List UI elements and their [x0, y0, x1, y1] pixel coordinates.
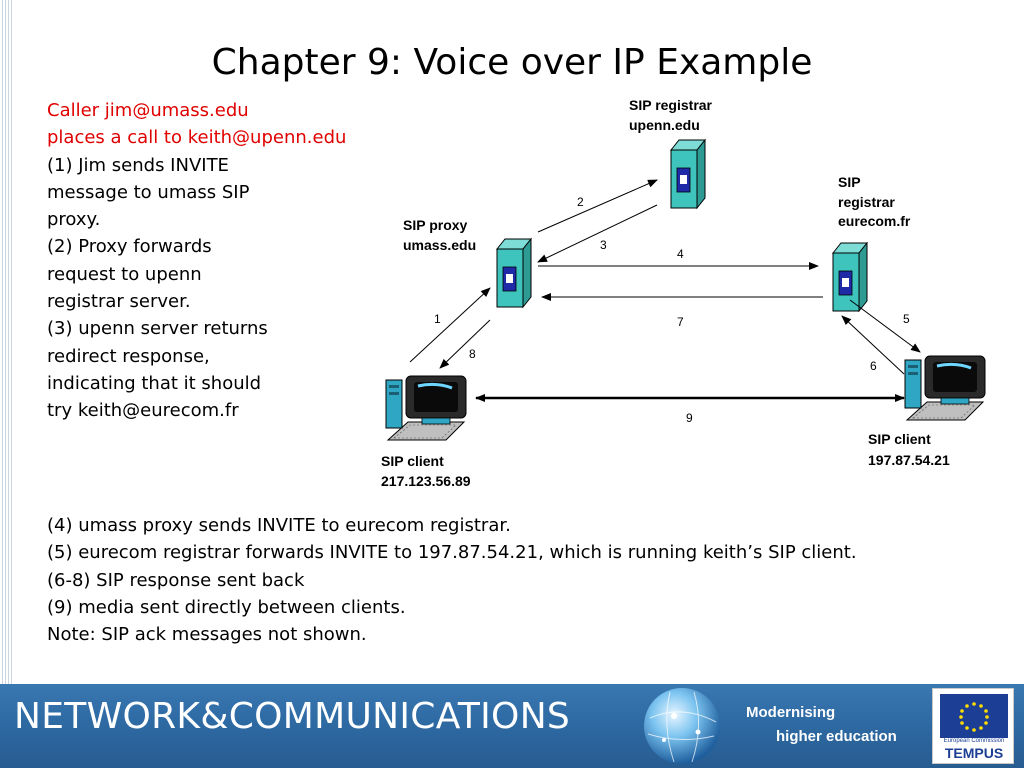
eu-tempus-logo: European Commission TEMPUS — [932, 688, 1014, 764]
caller-line-2: places a call to keith@upenn.edu — [47, 127, 347, 149]
step-text-line: (3) upenn server returns — [47, 318, 268, 340]
step-text-line: try keith@eurecom.fr — [47, 400, 239, 422]
step-text-line: indicating that it should — [47, 372, 262, 394]
step-text-line: (1) Jim sends INVITE — [47, 154, 229, 176]
step-number-8: 8 — [469, 347, 476, 361]
step-text-line: registrar server. — [47, 291, 191, 313]
eu-flag-icon — [940, 694, 1008, 738]
page-title: Chapter 9: Voice over IP Example — [211, 42, 813, 83]
bottom-text-line: (5) eurecom registrar forwards INVITE to… — [47, 542, 857, 564]
step-text-line: redirect response, — [47, 345, 210, 367]
arrow-step-1 — [409, 287, 491, 363]
step-number-5: 5 — [903, 312, 910, 326]
client-left-label-1: SIP client — [381, 453, 444, 469]
client-right-label-2: 197.87.54.21 — [868, 452, 950, 468]
left-text-block: Caller jim@umass.edu places a call to ke… — [47, 97, 377, 425]
footer-tagline-2: higher education — [776, 728, 897, 745]
proxy-umass-label-2: umass.edu — [403, 237, 476, 253]
caller-line-1: Caller jim@umass.edu — [47, 100, 249, 121]
registrar-eurecom-label-3: eurecom.fr — [838, 213, 911, 229]
registrar-eurecom-server-icon — [832, 242, 868, 312]
step-text-line: message to umass SIP — [47, 181, 250, 203]
registrar-eurecom-label-2: registrar — [838, 194, 895, 210]
tempus-label: TEMPUS — [944, 745, 1004, 761]
step-number-1: 1 — [434, 312, 441, 326]
proxy-umass-server-icon — [496, 238, 532, 308]
step-number-7: 7 — [677, 315, 684, 329]
step-number-2: 2 — [577, 195, 584, 209]
step-number-4: 4 — [677, 247, 684, 261]
footer-brand-text: NETWORK&COMMUNICATIONS — [14, 696, 571, 737]
bottom-text-line: (6-8) SIP response sent back — [47, 569, 305, 591]
arrow-step-3 — [537, 204, 658, 263]
proxy-umass-label-1: SIP proxy — [403, 217, 468, 233]
client-left-computer-icon — [384, 374, 468, 442]
bottom-text-line: (9) media sent directly between clients. — [47, 596, 406, 618]
registrar-upenn-server-icon — [670, 139, 706, 209]
registrar-upenn-label-1: SIP registrar — [629, 97, 713, 113]
bottom-text-block: (4) umass proxy sends INVITE to eurecom … — [47, 512, 997, 648]
bottom-text-line: (4) umass proxy sends INVITE to eurecom … — [47, 515, 511, 536]
arrow-step-8 — [439, 319, 491, 369]
registrar-upenn-label-2: upenn.edu — [629, 117, 700, 133]
arrow-step-5 — [849, 299, 921, 353]
arrow-step-6 — [841, 315, 905, 375]
arrow-step-2 — [537, 179, 658, 233]
step-text-line: (2) Proxy forwards — [47, 236, 212, 258]
step-number-6: 6 — [870, 359, 877, 373]
client-right-computer-icon — [903, 354, 987, 422]
client-right-label-1: SIP client — [868, 431, 931, 447]
sip-diagram: SIP registrar upenn.edu SIP proxy umass.… — [381, 97, 987, 489]
step-text-line: proxy. — [47, 209, 101, 231]
eu-caption: European Commission — [943, 738, 1005, 744]
step-text-line: request to upenn — [47, 263, 202, 285]
registrar-eurecom-label-1: SIP — [838, 174, 861, 190]
client-left-label-2: 217.123.56.89 — [381, 473, 471, 489]
globe-icon — [644, 688, 720, 764]
footer-tagline-1: Modernising — [746, 704, 836, 721]
footer-banner: NETWORK&COMMUNICATIONS Modernising highe… — [0, 684, 1024, 768]
step-number-9: 9 — [686, 411, 693, 425]
step-number-3: 3 — [600, 238, 607, 252]
left-edge-decoration — [0, 0, 16, 690]
bottom-text-line: Note: SIP ack messages not shown. — [47, 624, 367, 646]
